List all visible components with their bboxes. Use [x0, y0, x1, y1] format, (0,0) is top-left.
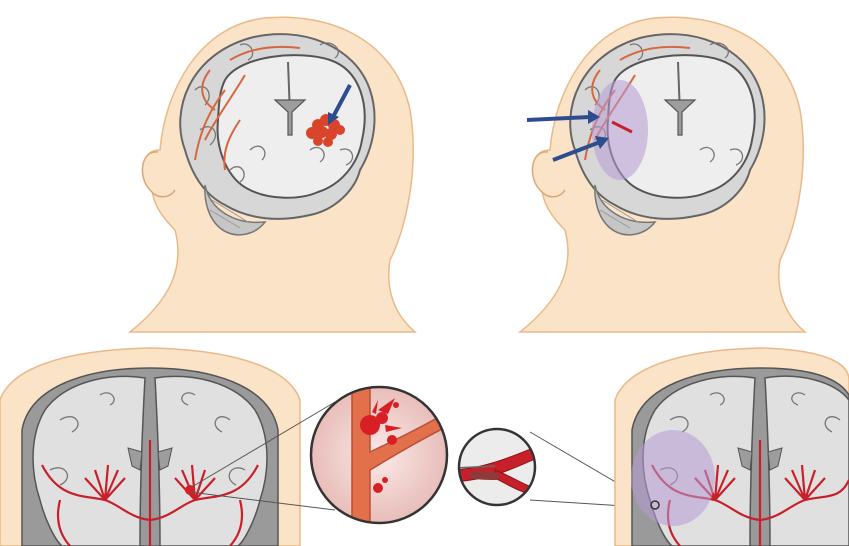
zoom-occlusion: [455, 429, 544, 505]
head-ischemia: [520, 17, 805, 332]
infarct-zone: [592, 80, 648, 180]
coronal-right: [615, 348, 849, 546]
zoom-hemorrhage: [311, 385, 450, 530]
infarct-zone: [631, 430, 715, 526]
head-hemorrhage: [130, 17, 415, 332]
coronal-left: [0, 348, 300, 546]
